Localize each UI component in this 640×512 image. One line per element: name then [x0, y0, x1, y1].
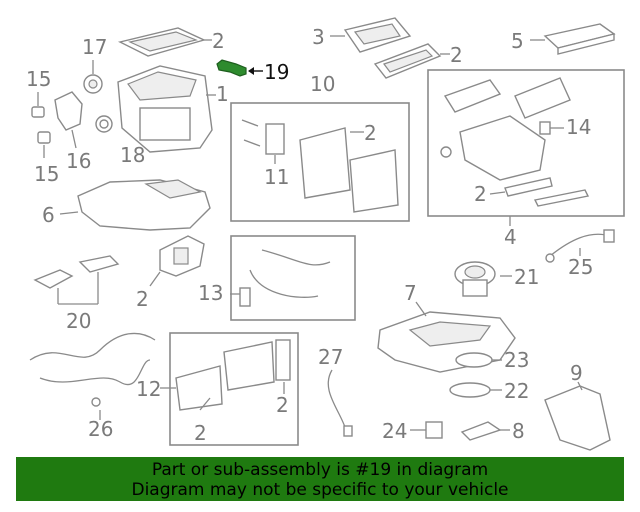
part-4-blower-case: [440, 77, 590, 226]
callout-2-group12-right: 2: [276, 393, 289, 417]
callout-13: 13: [198, 281, 223, 305]
part-12-heater-core: [160, 339, 291, 411]
callout-22: 22: [504, 379, 529, 403]
callout-12: 12: [136, 377, 161, 401]
part-2-filter-top: [117, 27, 212, 57]
group-box-10: [230, 102, 410, 222]
part-19-highlighted: [216, 59, 263, 77]
callout-14: 14: [566, 115, 591, 139]
part-3-duct: [330, 17, 412, 53]
callout-8: 8: [512, 419, 525, 443]
callout-7: 7: [404, 281, 417, 305]
callout-3: 3: [312, 25, 325, 49]
part-22-motor-mount: [449, 382, 502, 398]
part-16-actuator: [54, 91, 83, 149]
callout-18: 18: [120, 143, 145, 167]
callout-10: 10: [310, 72, 335, 96]
callout-23: 23: [504, 348, 529, 372]
part-13-pipes: [230, 249, 331, 307]
callout-15-top: 15: [26, 67, 51, 91]
group-box-12: [169, 332, 299, 446]
part-20-brackets: [33, 255, 120, 305]
group-box-4: [427, 69, 625, 217]
part-15-sensor-b: [37, 131, 51, 158]
part-24-resistor: [410, 421, 443, 439]
callout-2-left: 2: [136, 287, 149, 311]
info-banner: Part or sub-assembly is #19 in diagram D…: [16, 457, 624, 501]
callout-25: 25: [568, 255, 593, 279]
part-9-duct: [544, 381, 611, 451]
callout-11: 11: [264, 165, 289, 189]
part-7-lower-housing: [377, 301, 516, 373]
part-8-bracket: [460, 421, 510, 441]
callout-1: 1: [216, 82, 229, 106]
callout-20: 20: [66, 309, 91, 333]
part-25-wiring: [545, 229, 615, 263]
callout-2-group10: 2: [364, 121, 377, 145]
part-2-seal-left: [149, 235, 205, 287]
part-1-hvac-case: [117, 65, 216, 153]
part-23-ring: [455, 352, 502, 368]
callout-27: 27: [318, 345, 343, 369]
callout-17: 17: [82, 35, 107, 59]
part-21-blower-motor: [454, 261, 512, 297]
callout-19: 19: [264, 60, 289, 84]
callout-4: 4: [504, 225, 517, 249]
part-15-sensor-a: [31, 92, 45, 118]
callout-24: 24: [382, 419, 407, 443]
part-6-lower-case: [59, 179, 211, 231]
part-18-seal: [95, 115, 113, 133]
group-box-13: [230, 235, 356, 321]
part-2-duct-seal: [373, 43, 450, 79]
banner-line-2: Diagram may not be specific to your vehi…: [131, 480, 509, 500]
callout-2-group12-left: 2: [194, 421, 207, 445]
callout-5: 5: [511, 29, 524, 53]
part-27-sensor: [327, 369, 353, 437]
callout-9: 9: [570, 361, 583, 385]
callout-26: 26: [88, 417, 113, 441]
part-26-harness: [29, 332, 156, 420]
part-17-knob: [83, 60, 103, 94]
callout-2-top: 2: [212, 29, 225, 53]
callout-2-group4: 2: [474, 182, 487, 206]
callout-16: 16: [66, 149, 91, 173]
part-5-cabin-filter: [530, 23, 616, 55]
banner-line-1: Part or sub-assembly is #19 in diagram: [151, 460, 489, 480]
callout-6: 6: [42, 203, 55, 227]
callout-15-bottom: 15: [34, 162, 59, 186]
part-10-evaporator: [241, 119, 399, 213]
callout-2-duct: 2: [450, 43, 463, 67]
callout-21: 21: [514, 265, 539, 289]
